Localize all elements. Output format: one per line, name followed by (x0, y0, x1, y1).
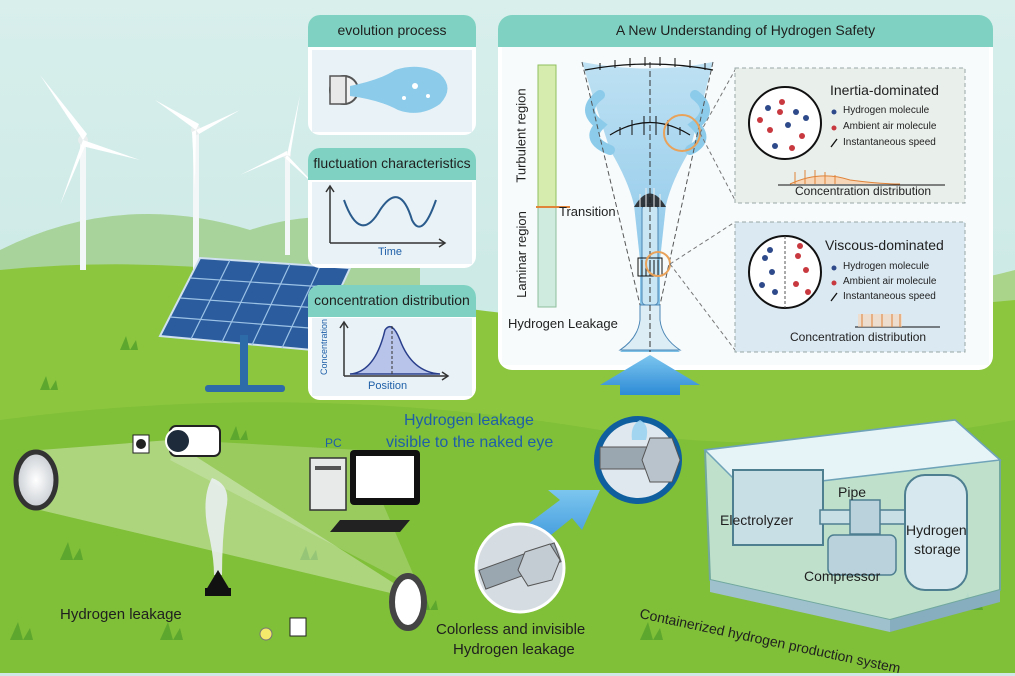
hydrogen-leakage-jet-label: Hydrogen Leakage (508, 316, 618, 331)
viscous-dominated-box (734, 221, 966, 353)
pipe-label: Pipe (838, 484, 867, 500)
visible-leak-label-line1: Hydrogen leakage (404, 412, 534, 429)
legend-hydrogen-viscous: Hydrogen molecule (843, 261, 930, 272)
nozzle-icon (205, 478, 231, 596)
legend-air-viscous: Ambient air molecule (843, 276, 937, 287)
container-icon (703, 418, 1002, 632)
compressor-label: Compressor (804, 568, 881, 584)
hydrogen-leakage-ground-label: Hydrogen leakage (60, 606, 182, 623)
transition-label: Transition (559, 204, 616, 219)
computer-icon (309, 450, 420, 532)
viscous-dominated-title: Viscous-dominated (825, 237, 944, 253)
inertia-dominated-title: Inertia-dominated (830, 82, 939, 98)
invisible-leak-label-line2: Hydrogen leakage (453, 641, 575, 658)
concentration-distribution-inertia: Concentration distribution (795, 184, 932, 198)
upward-arrow-icon (600, 355, 700, 395)
legend-hydrogen: Hydrogen molecule (843, 105, 930, 116)
pc-label: PC (325, 436, 342, 450)
card-title-fluctuation: fluctuation characteristics (313, 155, 471, 171)
position-axis-label: Position (368, 380, 408, 392)
mirror-icon (389, 573, 427, 631)
inertia-dominated-box (734, 67, 966, 204)
card-evolution-process (308, 15, 476, 135)
camera-icon (132, 425, 221, 457)
electrolyzer-label: Electrolyzer (720, 512, 794, 528)
legend-air: Ambient air molecule (843, 121, 937, 132)
wind-turbine-icon (40, 75, 140, 270)
mirror-icon (13, 449, 59, 511)
time-axis-label: Time (378, 246, 403, 258)
legend-speed-viscous: Instantaneous speed (843, 291, 936, 302)
visible-leak-label-line2: visible to the naked eye (386, 434, 554, 451)
legend-speed: Instantaneous speed (843, 137, 936, 148)
turbulent-region-label: Turbulent region (513, 88, 529, 183)
card-concentration-distribution (308, 285, 476, 400)
card-fluctuation-characteristics (308, 148, 476, 268)
main-title: A New Understanding of Hydrogen Safety (615, 22, 876, 38)
hydrogen-storage-label-line1: Hydrogen (906, 522, 967, 538)
card-title-evolution: evolution process (337, 22, 447, 38)
concentration-distribution-viscous: Concentration distribution (790, 330, 927, 344)
laminar-region-label: Laminar region (513, 211, 529, 298)
hydrogen-storage-label-line2: storage (914, 541, 961, 557)
pipe-fitting-icon (474, 522, 566, 614)
wind-turbine-icon (155, 100, 240, 270)
invisible-leak-label-line1: Colorless and invisible (436, 621, 586, 638)
card-title-concentration: concentration distribution (314, 292, 470, 308)
pipe-fitting-icon (594, 416, 682, 504)
concentration-axis-label: Concentration (319, 318, 330, 376)
